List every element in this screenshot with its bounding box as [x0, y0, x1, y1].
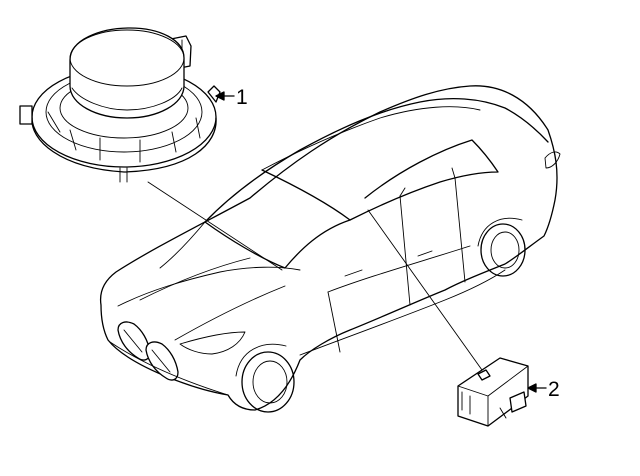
- callout-2-number: 2: [548, 378, 560, 401]
- car-illustration: [99, 85, 561, 413]
- callout-1: 1: [215, 86, 248, 109]
- callout-2: 2: [527, 378, 560, 401]
- callout-1-number: 1: [236, 86, 248, 109]
- leader-lines: [147, 181, 483, 371]
- leader-line-speaker: [147, 181, 283, 271]
- speaker-part-1: [19, 27, 221, 183]
- module-part-2: [457, 357, 529, 427]
- callout-1-arrowhead: [215, 91, 225, 101]
- leader-line-module: [367, 209, 483, 371]
- callout-2-arrowhead: [527, 383, 537, 393]
